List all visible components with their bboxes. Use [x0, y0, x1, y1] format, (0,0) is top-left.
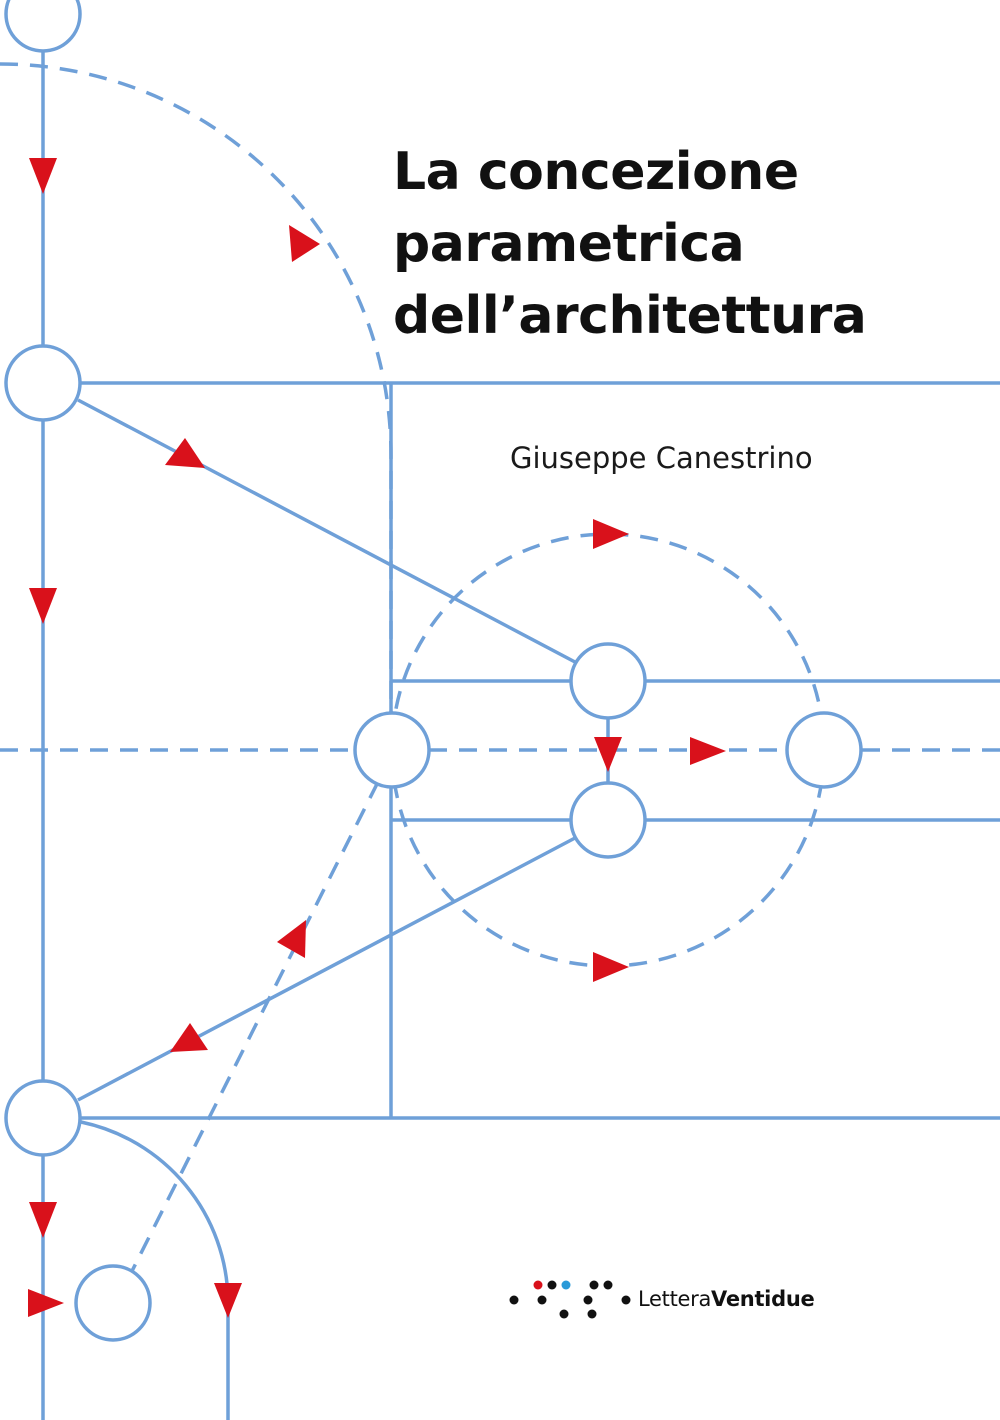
- arrow-right-4: [28, 1289, 64, 1317]
- title-line-3: dell’architettura: [393, 286, 867, 346]
- dot-pattern-logo-icon: [509, 1280, 631, 1319]
- arrow-right-1: [690, 737, 726, 765]
- arrow-right-2: [593, 519, 629, 549]
- node-center-left: [353, 711, 431, 789]
- node-lower-left: [4, 1079, 82, 1157]
- node-bottom-small: [74, 1264, 152, 1342]
- arrow-dashed-diagonal: [277, 920, 306, 958]
- arrow-diag-down-left: [170, 1023, 208, 1052]
- book-title: La concezione parametrica dell’architett…: [393, 136, 953, 352]
- arrow-right-3: [593, 952, 629, 982]
- arrow-down-2: [29, 588, 57, 624]
- arrow-down-5: [214, 1283, 242, 1318]
- node-center-upper: [569, 642, 647, 720]
- title-line-2: parametrica: [393, 214, 745, 274]
- diagonal-top: [77, 398, 576, 664]
- arrow-down-1: [29, 158, 57, 194]
- dashed-arc-large: [0, 62, 393, 712]
- publisher-logo: LetteraVentidue: [508, 1276, 815, 1322]
- arrow-diag-down-right: [165, 438, 205, 468]
- title-line-1: La concezione: [393, 142, 799, 202]
- arc-bottom-left: [80, 1120, 230, 1420]
- node-upper-left: [4, 344, 82, 422]
- node-center-right: [785, 711, 863, 789]
- publisher-name: LetteraVentidue: [638, 1287, 815, 1311]
- arrow-dashed-arc: [289, 225, 320, 262]
- node-center-lower: [569, 781, 647, 859]
- dashed-diagonal: [128, 781, 380, 1276]
- diagonal-bottom: [77, 836, 576, 1102]
- node-top: [4, 0, 82, 53]
- publisher-name-bold: Ventidue: [711, 1287, 815, 1311]
- book-author: Giuseppe Canestrino: [510, 441, 813, 475]
- arrow-down-4: [594, 737, 622, 772]
- publisher-name-light: Lettera: [638, 1287, 712, 1311]
- arrow-down-3: [29, 1202, 57, 1238]
